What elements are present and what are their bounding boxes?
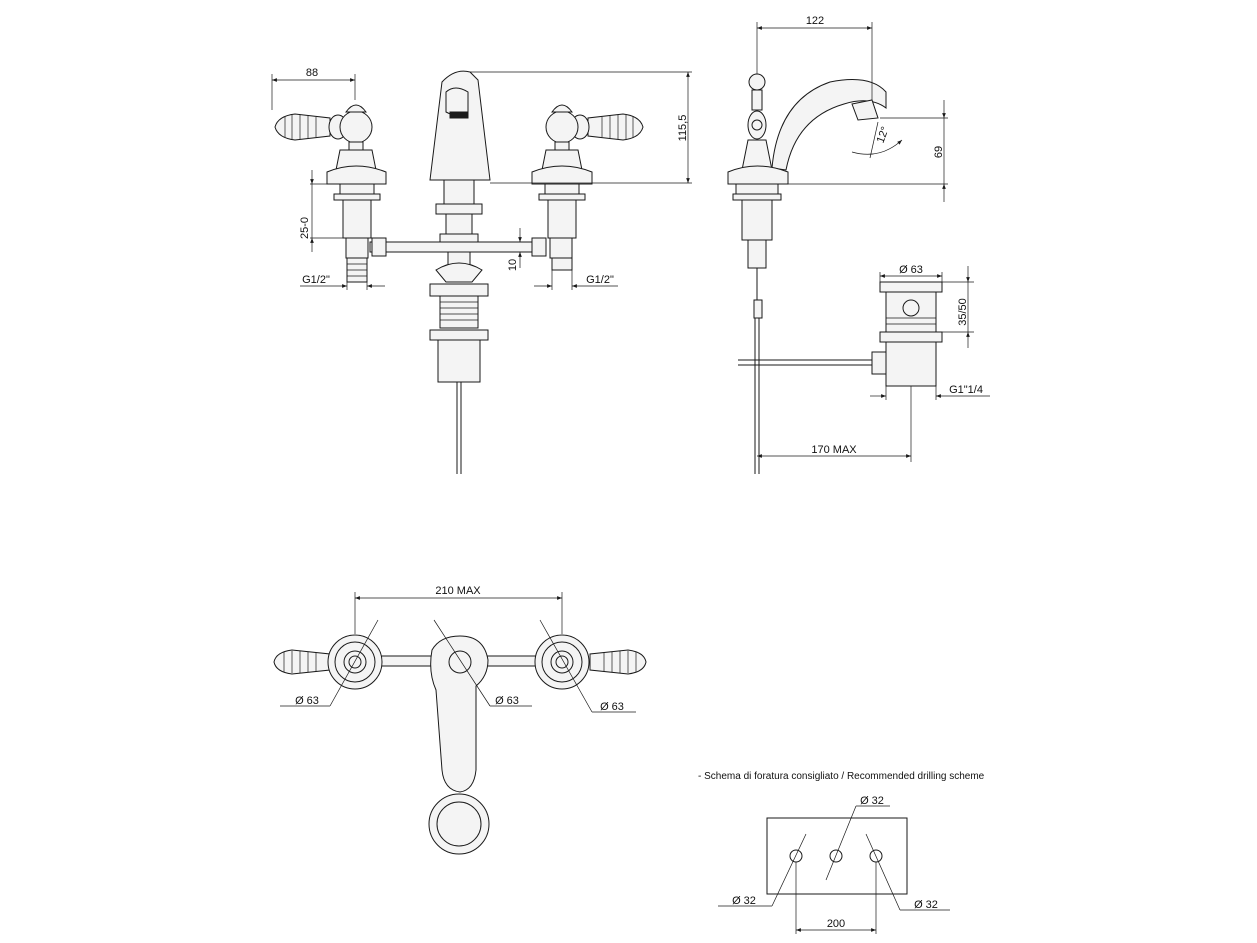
waste-thread: G1"1/4: [949, 384, 983, 396]
drilling-title: - Schema di foratura consigliato / Recom…: [698, 771, 985, 782]
spacing: 200: [827, 918, 845, 930]
dia-right: Ø 32: [914, 899, 938, 911]
waste-height: 35/50: [957, 298, 969, 326]
drilling-scheme: - Schema di foratura consigliato / Recom…: [698, 771, 985, 934]
angle-label: 12°: [875, 125, 892, 145]
rod-length: 170 MAX: [811, 444, 857, 456]
front-view: 88 115,5 25-0 10 G1/2" G1: [271, 67, 692, 474]
side-view: 122 69 12° Ø 63 35/50 G1"1/4: [727, 15, 990, 474]
dim-height: 69: [933, 146, 945, 158]
dia-left: Ø 63: [295, 695, 319, 707]
connecting-pipe: [369, 237, 547, 257]
dim-spout-height: 115,5: [677, 115, 689, 142]
right-handle: [531, 104, 644, 271]
left-handle: [274, 104, 387, 283]
dim-width-88: 88: [306, 67, 318, 79]
dia-center: Ø 63: [495, 695, 519, 707]
drilling-dimensions: Ø 32 Ø 32 Ø 32 200: [718, 795, 950, 934]
hole-left: [789, 849, 803, 863]
dim-adjust: 25-0: [299, 217, 311, 239]
dim-reach: 122: [806, 15, 824, 27]
dia-left: Ø 32: [732, 895, 756, 907]
hole-center: [829, 849, 843, 863]
drilling-plate: [766, 817, 908, 895]
dia-right: Ø 63: [600, 701, 624, 713]
waste-diameter: Ø 63: [899, 264, 923, 276]
top-left-handle: [273, 634, 383, 690]
top-dimensions: 210 MAX Ø 63 Ø 63 Ø 63: [280, 585, 636, 713]
top-right-handle: [534, 634, 647, 690]
top-view: 210 MAX Ø 63 Ø 63 Ø 63: [273, 585, 647, 855]
thread-right: G1/2": [586, 274, 614, 286]
thread-left: G1/2": [302, 274, 330, 286]
top-spout: [428, 635, 490, 855]
dia-top: Ø 32: [860, 795, 884, 807]
side-dimensions: 122 69 12° Ø 63 35/50 G1"1/4: [756, 15, 990, 462]
pop-up-waste: [871, 281, 943, 387]
dim-spread: 210 MAX: [435, 585, 481, 597]
center-spout: [429, 70, 491, 474]
front-dimensions: 88 115,5 25-0 10 G1/2" G1: [271, 67, 692, 290]
dim-spacing-small: 10: [507, 259, 519, 271]
